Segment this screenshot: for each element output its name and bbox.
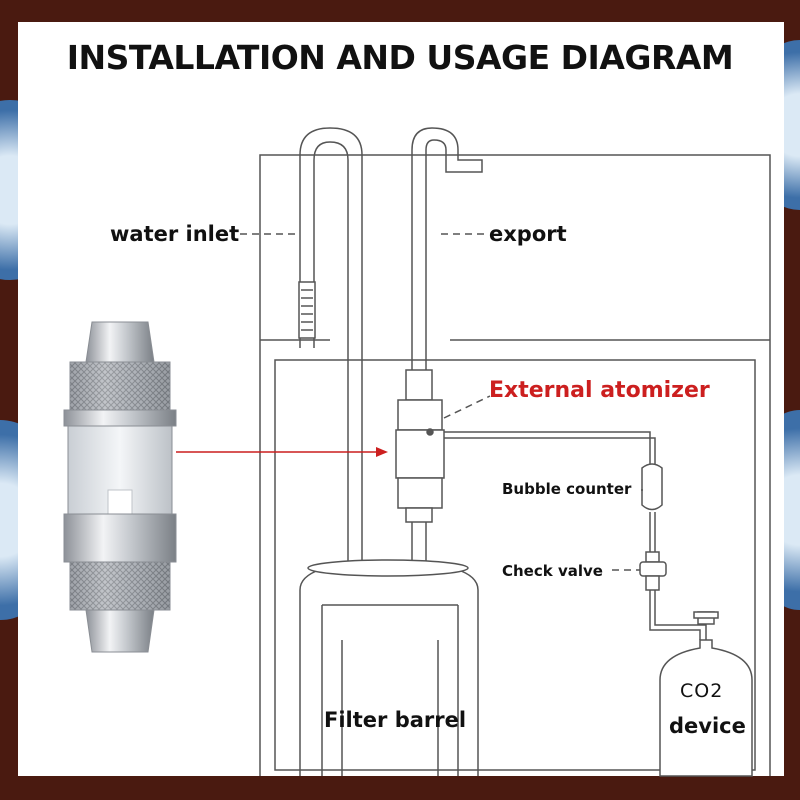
page-title: INSTALLATION AND USAGE DIAGRAM bbox=[66, 38, 734, 77]
check-valve bbox=[639, 551, 667, 591]
label-check-valve: Check valve bbox=[502, 562, 603, 580]
label-bubble-counter: Bubble counter bbox=[502, 480, 632, 498]
label-external-atomizer: External atomizer bbox=[489, 378, 710, 403]
label-co2: CO2 bbox=[680, 680, 724, 702]
atomizer-product-photo bbox=[63, 321, 177, 653]
co2-cylinder bbox=[659, 611, 753, 777]
bubble-counter bbox=[641, 463, 663, 511]
label-device: device bbox=[669, 714, 746, 738]
label-filter-barrel: Filter barrel bbox=[324, 708, 467, 732]
co2-line bbox=[444, 431, 707, 640]
tank-inner-wall bbox=[274, 359, 756, 771]
aquarium-tank bbox=[259, 154, 771, 776]
label-export: export bbox=[489, 222, 567, 246]
label-leader-lines bbox=[240, 233, 643, 571]
atomizer-fitting bbox=[395, 369, 445, 523]
filter-barrel bbox=[299, 559, 479, 776]
inlet-pipe bbox=[298, 127, 363, 570]
label-water-inlet: water inlet bbox=[110, 222, 240, 246]
inlet-strainer bbox=[298, 281, 316, 339]
pointer-arrow bbox=[176, 447, 388, 457]
